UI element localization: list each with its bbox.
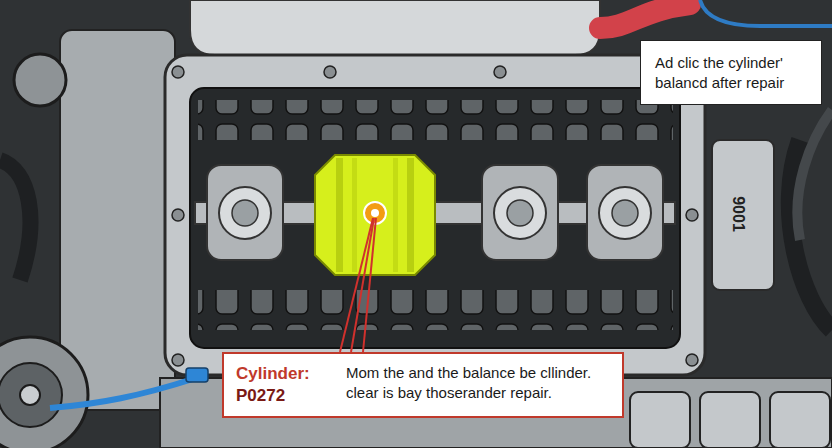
valve-cap-center [612, 200, 638, 226]
bolt [686, 354, 698, 366]
rocker-arms [198, 290, 673, 330]
engine-block [60, 30, 175, 410]
callout-text: Ad clic the cylinder' balancd after repa… [655, 53, 807, 92]
valve-cap-center [232, 200, 258, 226]
valve-cap [494, 187, 546, 239]
blue-hose [50, 378, 196, 408]
note-box: Ad clic the cylinder' balancd after repa… [640, 40, 822, 105]
pulley-hub [0, 363, 62, 427]
callout-box: Cylinder:P0272 Mom the and the balance be… [222, 352, 624, 418]
leader-line [351, 218, 374, 352]
idler-pulley [14, 54, 66, 106]
pulley-bolt [20, 385, 40, 405]
bolt [686, 209, 698, 221]
hose [0, 160, 30, 280]
bolt [172, 354, 184, 366]
leader-line [363, 218, 376, 352]
cylinder-rib [393, 158, 398, 272]
valve-cover-frame [165, 55, 705, 375]
side-bracket [712, 140, 774, 290]
callout-heading: Cylinder: [236, 363, 340, 385]
manifold-runner [770, 392, 830, 448]
valve-cap [219, 187, 271, 239]
part-number: 9001 [729, 196, 747, 232]
cylinder-rib [352, 158, 357, 272]
manifold-runner [700, 392, 760, 448]
leader-line [340, 218, 373, 352]
blue-wire [700, 0, 832, 26]
red-hose [600, 4, 690, 28]
cam-bracket [482, 165, 558, 260]
callout-heading: P0272 [236, 385, 340, 407]
bolt [324, 66, 336, 78]
bolt [172, 66, 184, 78]
valve-cap [599, 187, 651, 239]
rocker-arms [198, 100, 673, 140]
pulley [0, 337, 88, 448]
hose-connector [186, 368, 208, 382]
cam-recess [190, 88, 680, 348]
cylinder-rib [336, 158, 343, 272]
cam-bracket [207, 165, 283, 260]
callout-text: Mom the and the balance be cllinder. cle… [346, 363, 610, 402]
hose [797, 110, 832, 240]
intake-plenum [190, 0, 600, 55]
bolt [494, 66, 506, 78]
target-marker-center [371, 209, 379, 217]
highlighted-cylinder [315, 155, 435, 275]
valve-cap-center [507, 200, 533, 226]
cam-bracket [587, 165, 663, 260]
bolt [172, 209, 184, 221]
manifold-runner [630, 392, 690, 448]
cylinder-rib [407, 158, 414, 272]
